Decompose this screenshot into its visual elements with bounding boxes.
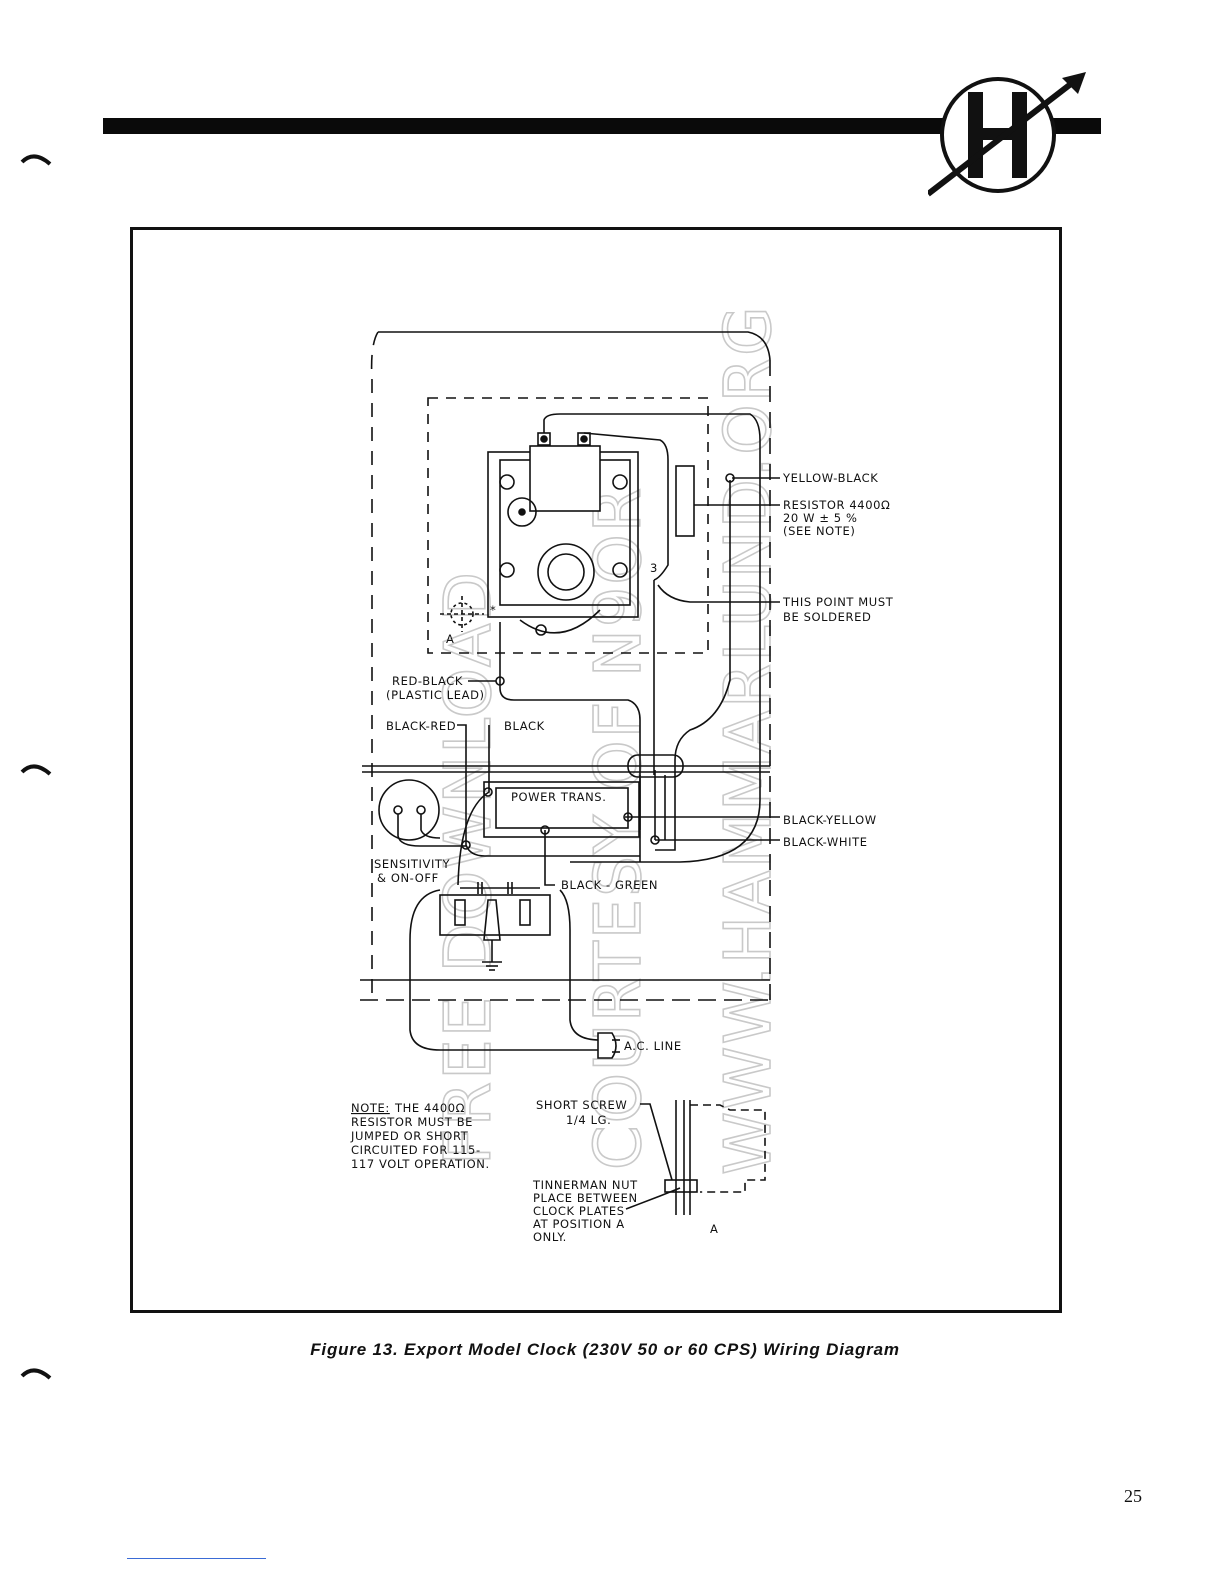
clock-gear <box>507 497 537 527</box>
label-black-green: BLACK - GREEN <box>561 878 658 892</box>
label-screw-length: 1/4 LG. <box>566 1113 611 1127</box>
bottom-rule <box>127 1558 266 1559</box>
terminal-dot <box>580 435 588 443</box>
screw <box>499 474 515 490</box>
screw <box>499 562 515 578</box>
watermark-line-3: WWW.HAMMARLUND.ORG <box>712 304 786 1175</box>
screw-detail <box>664 1179 698 1193</box>
cabinet-outline <box>378 331 771 361</box>
terminal-dot <box>540 435 548 443</box>
label-resistor-1: RESISTOR 4400Ω <box>783 498 890 512</box>
label-tinnerman-5: ONLY. <box>533 1230 567 1244</box>
label-plastic-lead: (PLASTIC LEAD) <box>386 688 485 702</box>
wire-clock-right <box>583 432 669 581</box>
clock-motor <box>529 445 601 512</box>
note-line-4: CIRCUITED FOR 115- <box>351 1143 481 1157</box>
connection-dot <box>483 787 493 797</box>
label-power-trans: POWER TRANS. <box>511 790 606 804</box>
margin-mark <box>20 1368 52 1380</box>
leader-short-screw <box>640 1103 673 1181</box>
label-resistor-2: 20 W ± 5 % <box>783 511 858 525</box>
wire-red-black <box>499 622 641 830</box>
wire-sensitivity <box>397 814 466 847</box>
screw <box>612 474 628 490</box>
note-line-1: THE 4400Ω <box>394 1101 465 1115</box>
clock-movement <box>537 543 595 601</box>
label-resistor-3: (SEE NOTE) <box>783 524 855 538</box>
sensitivity-lug <box>393 805 403 815</box>
label-short-screw: SHORT SCREW <box>536 1098 627 1112</box>
label-tinnerman-1: TINNERMAN NUT <box>532 1178 638 1192</box>
leader-soldered <box>657 584 780 603</box>
label-black: BLACK <box>504 719 545 733</box>
label-point-a: A <box>446 632 454 646</box>
label-black-red: BLACK-RED <box>386 719 456 733</box>
wire-yellow-black <box>543 413 761 863</box>
margin-mark <box>20 764 52 776</box>
label-soldered-1: THIS POINT MUST <box>782 595 894 609</box>
label-on-off: & ON-OFF <box>377 871 439 885</box>
terminal-strip <box>439 894 551 936</box>
note-line-5: 117 VOLT OPERATION. <box>351 1157 490 1171</box>
detail-outline <box>690 1104 766 1193</box>
watermark-line-1: FREE DOWNLOAD <box>432 570 506 1165</box>
hammarlund-logo <box>928 72 1086 197</box>
clock-gear-hub <box>518 508 526 516</box>
header-rule <box>103 118 1101 134</box>
terminal-lug <box>454 899 466 926</box>
label-terminal-3: 3 <box>650 561 658 575</box>
label-tinnerman-3: CLOCK PLATES <box>533 1204 625 1218</box>
label-asterisk: * <box>490 603 496 617</box>
clock-arc <box>519 609 601 634</box>
screw <box>612 562 628 578</box>
wire-black-red <box>457 724 640 857</box>
connection-dot <box>725 473 735 483</box>
label-red-black: RED-BLACK <box>392 674 463 688</box>
note-line-3: JUMPED OR SHORT <box>350 1129 469 1143</box>
label-tinnerman-4: AT POSITION A <box>533 1217 625 1231</box>
figure-caption: Figure 13. Export Model Clock (230V 50 o… <box>310 1340 900 1359</box>
note-title: NOTE: <box>351 1101 390 1115</box>
connection-dot <box>650 835 660 845</box>
terminal-lug <box>519 899 531 926</box>
page-number: 25 <box>1124 1486 1142 1506</box>
connection-dot <box>623 812 633 822</box>
label-tinnerman-2: PLACE BETWEEN <box>533 1191 638 1205</box>
wire-black <box>457 725 490 886</box>
resistor <box>675 465 695 537</box>
label-ac-line: A.C. LINE <box>624 1039 682 1053</box>
terminal-center <box>483 899 501 941</box>
wire-sensitivity <box>420 814 441 839</box>
leader-tinnerman <box>625 1187 681 1210</box>
wire-ac-line <box>409 889 600 1051</box>
connection-dot <box>461 840 471 850</box>
note-line-2: RESISTOR MUST BE <box>351 1115 473 1129</box>
power-transformer <box>483 781 640 838</box>
diagram-frame <box>130 227 1062 1313</box>
clock-movement-inner <box>547 553 585 591</box>
connection-dot <box>495 676 505 686</box>
label-yellow-black: YELLOW-BLACK <box>782 471 878 485</box>
label-detail-a: A <box>710 1222 718 1236</box>
clock-enclosure <box>427 397 709 654</box>
connection-dot <box>540 825 550 835</box>
label-sensitivity: SENSITIVITY <box>374 857 451 871</box>
ac-plug <box>597 1032 617 1059</box>
label-soldered-2: BE SOLDERED <box>783 610 871 624</box>
margin-mark <box>20 154 52 166</box>
cabinet-left-edge <box>370 331 379 1000</box>
point-a-marker <box>450 602 474 626</box>
sensitivity-lug <box>416 805 426 815</box>
power-transformer-inner <box>495 787 629 829</box>
wire-ac-line <box>559 889 601 1041</box>
label-black-yellow: BLACK-YELLOW <box>783 813 877 827</box>
label-black-white: BLACK-WHITE <box>783 835 868 849</box>
sensitivity-control <box>378 779 440 841</box>
wire-black-green <box>544 830 555 886</box>
